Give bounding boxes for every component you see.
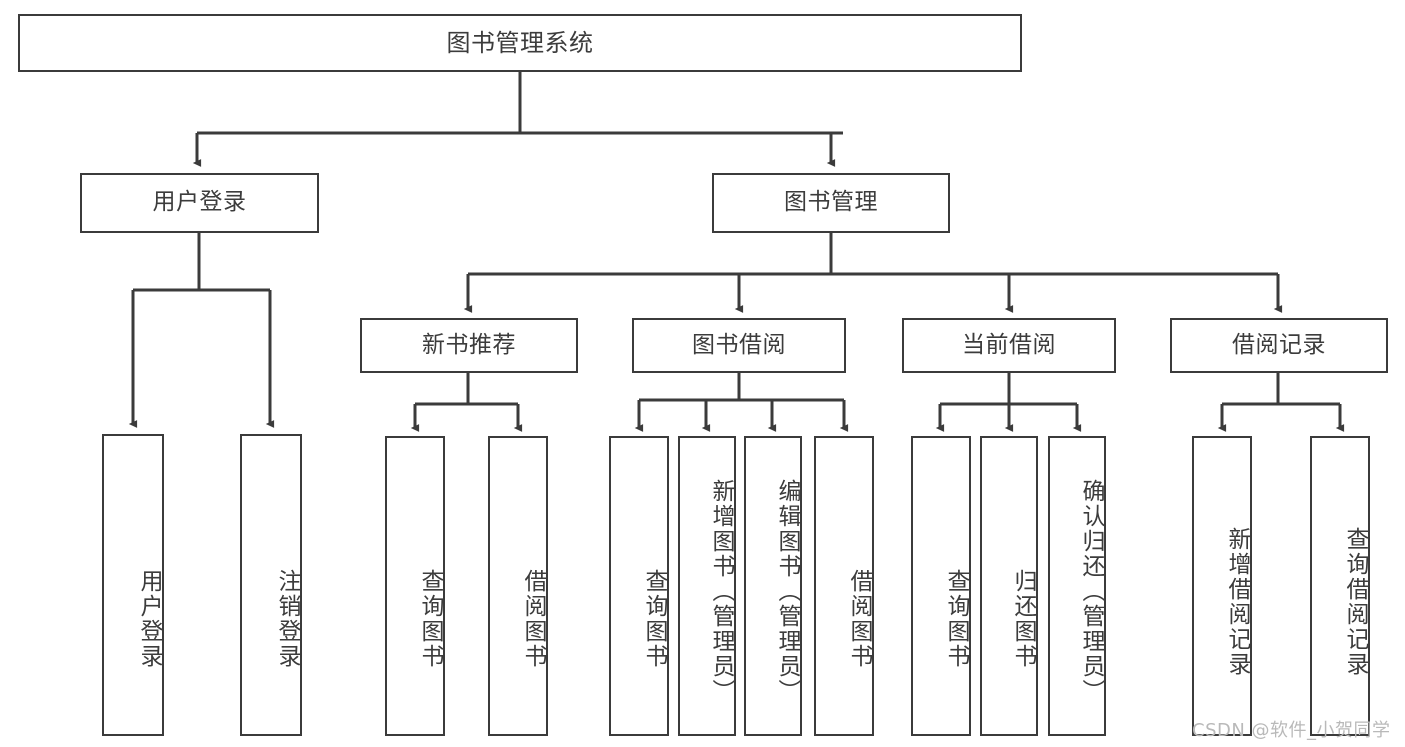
leaf-edit-book[interactable]: 编辑图书（管理员） xyxy=(744,436,802,736)
leaf-user-logout[interactable]: 注销登录 xyxy=(240,434,302,736)
node-book-borrow[interactable]: 图书借阅 xyxy=(632,318,846,373)
node-current-borrow-label: 当前借阅 xyxy=(962,331,1056,358)
leaf-user-login[interactable]: 用户登录 xyxy=(102,434,164,736)
node-book-manage[interactable]: 图书管理 xyxy=(712,173,950,233)
leaf-add-book-label: 新增图书（管理员） xyxy=(708,478,734,704)
node-borrow-record[interactable]: 借阅记录 xyxy=(1170,318,1388,373)
leaf-add-book[interactable]: 新增图书（管理员） xyxy=(678,436,736,736)
node-book-borrow-label: 图书借阅 xyxy=(692,331,786,358)
leaf-query-book-2-label: 查询图书 xyxy=(641,569,667,669)
leaf-query-book-3[interactable]: 查询图书 xyxy=(911,436,971,736)
leaf-query-record-label: 查询借阅记录 xyxy=(1342,527,1368,677)
leaf-borrow-book-1[interactable]: 借阅图书 xyxy=(488,436,548,736)
leaf-borrow-book-1-label: 借阅图书 xyxy=(520,569,546,669)
leaf-query-book-1-label: 查询图书 xyxy=(417,569,443,669)
watermark-text: CSDN @软件_小贺同学 xyxy=(1192,720,1391,741)
leaf-user-login-label: 用户登录 xyxy=(136,569,162,669)
node-current-borrow[interactable]: 当前借阅 xyxy=(902,318,1116,373)
node-new-book-rec-label: 新书推荐 xyxy=(422,331,516,358)
node-user-login[interactable]: 用户登录 xyxy=(80,173,319,233)
leaf-query-book-3-label: 查询图书 xyxy=(943,569,969,669)
leaf-edit-book-label: 编辑图书（管理员） xyxy=(774,478,800,704)
node-root[interactable]: 图书管理系统 xyxy=(18,14,1022,72)
node-new-book-rec[interactable]: 新书推荐 xyxy=(360,318,578,373)
leaf-return-book-label: 归还图书 xyxy=(1010,569,1036,669)
leaf-borrow-book-2[interactable]: 借阅图书 xyxy=(814,436,874,736)
leaf-user-logout-label: 注销登录 xyxy=(274,569,300,669)
node-user-login-label: 用户登录 xyxy=(152,189,247,216)
node-borrow-record-label: 借阅记录 xyxy=(1232,331,1326,358)
leaf-add-record-label: 新增借阅记录 xyxy=(1224,527,1250,677)
leaf-query-book-1[interactable]: 查询图书 xyxy=(385,436,445,736)
leaf-query-record[interactable]: 查询借阅记录 xyxy=(1310,436,1370,736)
leaf-query-book-2[interactable]: 查询图书 xyxy=(609,436,669,736)
node-root-label: 图书管理系统 xyxy=(446,28,594,57)
leaf-confirm-return-label: 确认归还（管理员） xyxy=(1078,478,1104,704)
leaf-add-record[interactable]: 新增借阅记录 xyxy=(1192,436,1252,736)
node-book-manage-label: 图书管理 xyxy=(784,189,878,216)
leaf-return-book[interactable]: 归还图书 xyxy=(980,436,1038,736)
leaf-confirm-return[interactable]: 确认归还（管理员） xyxy=(1048,436,1106,736)
leaf-borrow-book-2-label: 借阅图书 xyxy=(846,569,872,669)
